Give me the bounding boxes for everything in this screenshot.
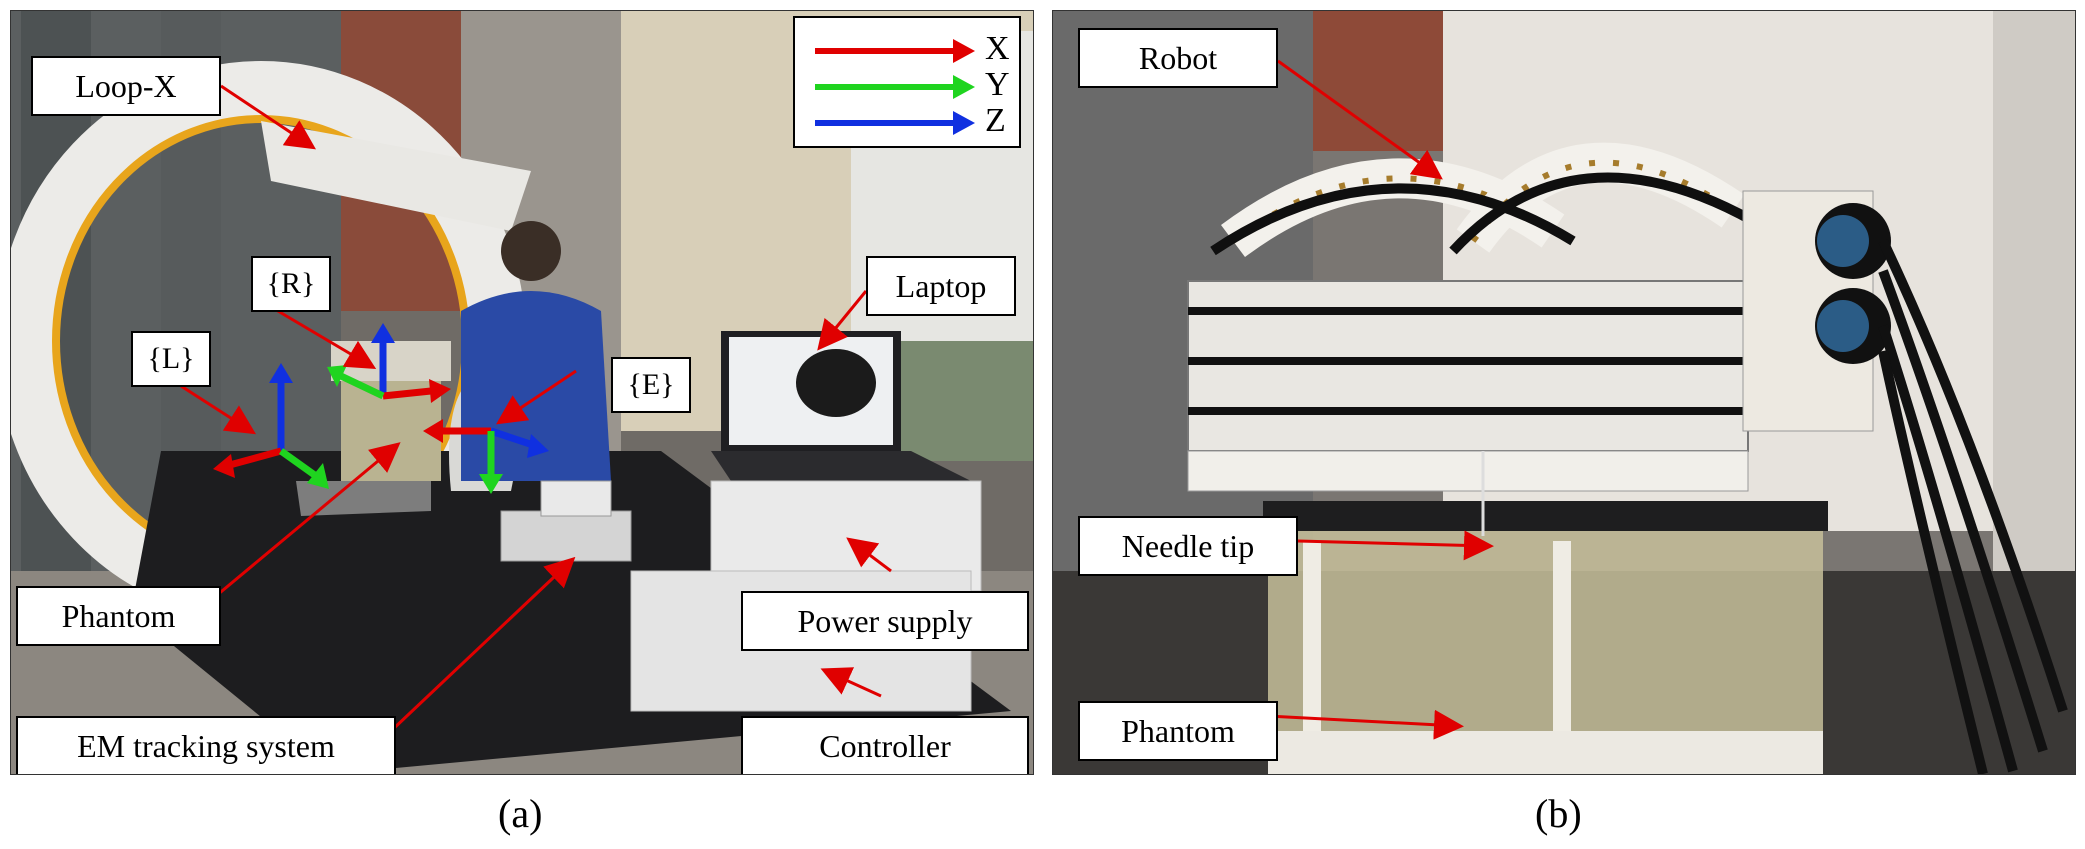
label-power-supply: Power supply	[741, 591, 1029, 651]
legend-x-arrow-icon	[815, 48, 955, 54]
robot-closeup-photo	[1053, 11, 2075, 774]
legend-x-label: X	[985, 30, 1010, 67]
label-phantom: Phantom	[16, 586, 221, 646]
label-frame-r: {R}	[251, 256, 331, 312]
legend-y-label: Y	[985, 66, 1010, 103]
label-frame-l: {L}	[131, 331, 211, 387]
label-em-tracking-system: EM tracking system	[16, 716, 396, 774]
caption-a: (a)	[498, 791, 543, 836]
legend-row-x: X	[815, 30, 1025, 67]
photo-panel-b: Robot Needle tip Phantom	[1052, 10, 2076, 775]
legend-y-arrow-icon	[815, 84, 955, 90]
legend-row-z: Z	[815, 102, 1025, 139]
legend-y-arrowhead-icon	[953, 75, 975, 99]
legend-z-arrow-icon	[815, 120, 955, 126]
label-phantom-b: Phantom	[1078, 701, 1278, 761]
photo-panel-a: X Y Z Loop-X Laptop {R} {L} {E}	[10, 10, 1034, 775]
caption-b: (b)	[1535, 791, 1582, 836]
legend-z-arrowhead-icon	[953, 111, 975, 135]
legend-z-label: Z	[985, 102, 1006, 139]
legend-x-arrowhead-icon	[953, 39, 975, 63]
legend-row-y: Y	[815, 66, 1025, 103]
label-loop-x: Loop-X	[31, 56, 221, 116]
axis-legend: X Y Z	[793, 16, 1021, 148]
label-needle-tip: Needle tip	[1078, 516, 1298, 576]
label-robot: Robot	[1078, 28, 1278, 88]
label-laptop: Laptop	[866, 256, 1016, 316]
label-frame-e: {E}	[611, 357, 691, 413]
label-controller: Controller	[741, 716, 1029, 774]
